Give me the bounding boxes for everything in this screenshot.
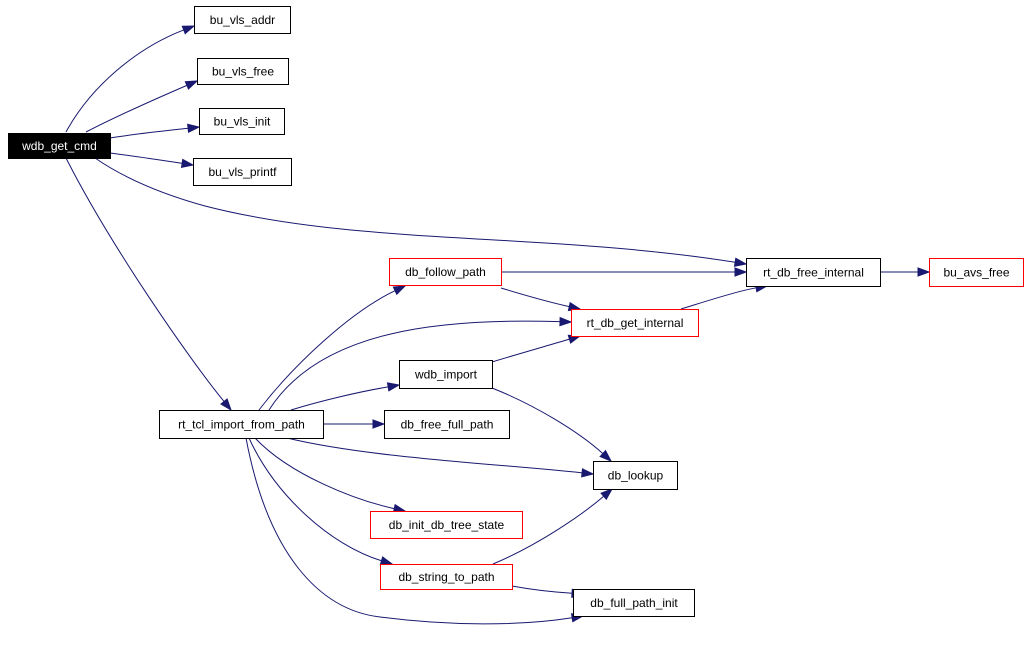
node-label: bu_vls_free [212, 65, 274, 79]
node-label: db_full_path_init [590, 596, 678, 610]
node-db-init-db-tree-state[interactable]: db_init_db_tree_state [370, 511, 523, 539]
edge-wdb_get_cmd-to-bu_vls_init [109, 123, 201, 139]
edge-rt_tcl_import_from_path-to-rt_db_get_internal [268, 316, 573, 411]
edge-wdb_import-to-db_lookup [491, 387, 613, 462]
node-label: wdb_get_cmd [21, 139, 97, 153]
node-db-string-to-path[interactable]: db_string_to_path [380, 564, 513, 590]
node-label: db_lookup [608, 469, 664, 483]
node-bu-vls-init[interactable]: bu_vls_init [199, 108, 285, 135]
node-rt-db-get-internal[interactable]: rt_db_get_internal [571, 309, 699, 337]
node-box [929, 258, 1024, 287]
edge-db_string_to_path-to-db_lookup [492, 488, 614, 565]
node-label: bu_avs_free [943, 266, 1009, 280]
node-box [159, 410, 324, 439]
node-box [193, 158, 292, 186]
node-label: rt_db_free_internal [763, 266, 864, 280]
node-label: rt_tcl_import_from_path [178, 418, 305, 432]
node-wdb-import[interactable]: wdb_import [399, 360, 493, 389]
node-rt-tcl-import-from-path[interactable]: rt_tcl_import_from_path [159, 410, 324, 439]
edge-rt_tcl_import_from_path-to-db_free_full_path [323, 419, 386, 429]
node-bu-avs-free[interactable]: bu_avs_free [929, 258, 1024, 287]
node-box [389, 258, 502, 286]
edge-rt_db_free_internal-to-bu_avs_free [880, 267, 931, 277]
edge-rt_tcl_import_from_path-to-db_follow_path [258, 285, 407, 411]
node-rt-db-free-internal[interactable]: rt_db_free_internal [746, 258, 881, 287]
node-wdb-get-cmd[interactable]: wdb_get_cmd [8, 133, 111, 159]
node-label: wdb_import [414, 368, 478, 382]
node-box [380, 564, 513, 590]
node-box [8, 133, 111, 159]
node-label: bu_vls_addr [210, 13, 275, 27]
node-label: bu_vls_init [214, 115, 271, 129]
edge-rt_tcl_import_from_path-to-wdb_import [290, 382, 401, 411]
edge-rt_tcl_import_from_path-to-db_init_db_tree_state [254, 437, 407, 514]
edge-wdb_import-to-rt_db_get_internal [491, 334, 582, 363]
node-label: db_string_to_path [398, 570, 494, 584]
node-box [197, 58, 289, 85]
node-box [194, 6, 291, 34]
node-label: db_follow_path [405, 265, 486, 279]
edge-db_string_to_path-to-db_full_path_init [511, 585, 585, 598]
edge-wdb_get_cmd-to-bu_vls_printf [109, 152, 195, 168]
node-box [746, 258, 881, 287]
node-db-free-full-path[interactable]: db_free_full_path [384, 410, 510, 439]
node-box [384, 410, 510, 439]
edge-wdb_get_cmd-to-bu_vls_free [85, 80, 199, 133]
node-label: db_free_full_path [401, 418, 494, 432]
node-db-follow-path[interactable]: db_follow_path [389, 258, 502, 286]
node-box [199, 108, 285, 135]
node-box [370, 511, 523, 539]
edge-wdb_get_cmd-to-rt_tcl_import_from_path [65, 157, 232, 412]
edge-rt_db_get_internal-to-rt_db_free_internal [680, 283, 769, 310]
edges-layer [65, 25, 931, 625]
node-label: rt_db_get_internal [587, 316, 684, 330]
node-box [399, 360, 493, 389]
edge-db_follow_path-to-rt_db_get_internal [500, 287, 582, 312]
node-box [593, 461, 678, 490]
node-bu-vls-free[interactable]: bu_vls_free [197, 58, 289, 85]
node-label: db_init_db_tree_state [389, 518, 505, 532]
edge-wdb_get_cmd-to-rt_db_free_internal [94, 157, 748, 267]
node-box [573, 589, 695, 617]
edge-rt_tcl_import_from_path-to-db_lookup [286, 437, 595, 478]
nodes-layer: wdb_get_cmd bu_vls_addr bu_vls_free bu_vls_… [8, 6, 1024, 617]
edge-db_follow_path-to-rt_db_free_internal [501, 267, 748, 277]
edge-wdb_get_cmd-to-bu_vls_addr [65, 25, 196, 133]
edge-rt_tcl_import_from_path-to-db_string_to_path [248, 437, 394, 566]
node-db-lookup[interactable]: db_lookup [593, 461, 678, 490]
node-db-full-path-init[interactable]: db_full_path_init [573, 589, 695, 617]
node-bu-vls-printf[interactable]: bu_vls_printf [193, 158, 292, 186]
node-box [571, 309, 699, 337]
node-bu-vls-addr[interactable]: bu_vls_addr [194, 6, 291, 34]
node-label: bu_vls_printf [208, 165, 277, 179]
